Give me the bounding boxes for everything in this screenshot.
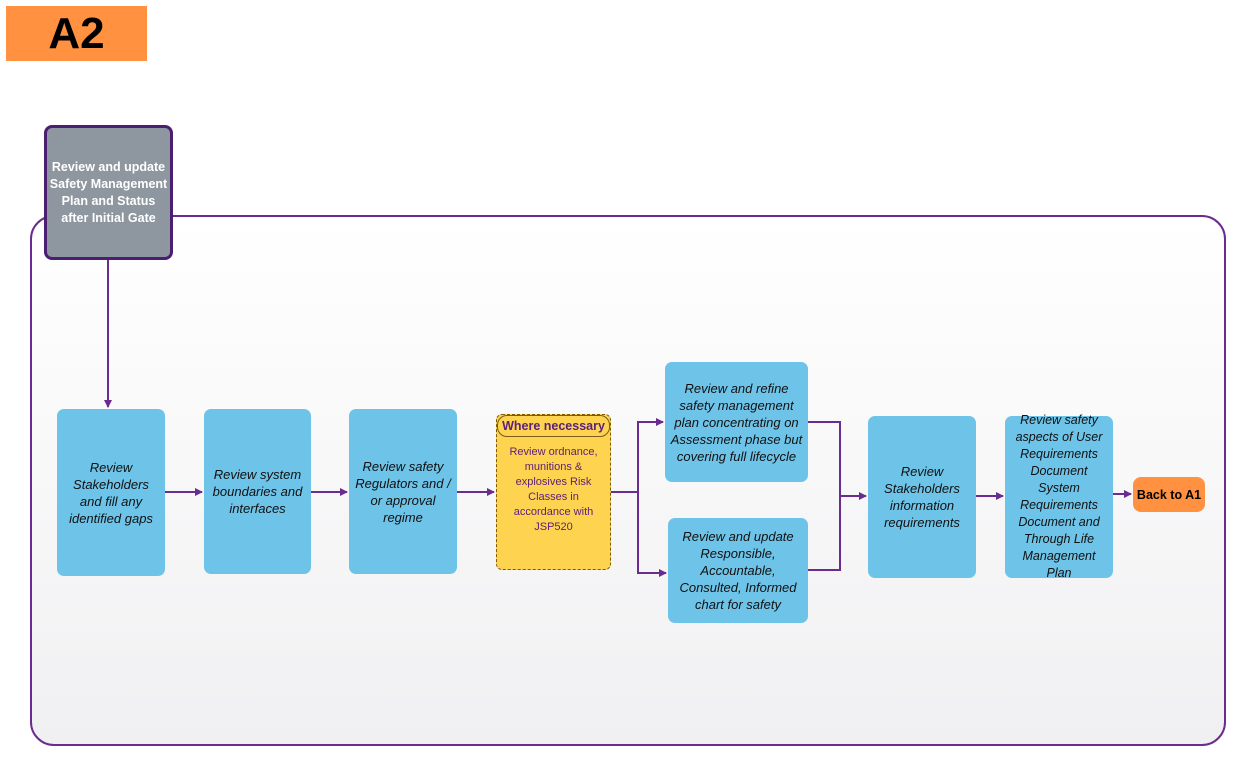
arrow-note-to-refine [611, 418, 664, 493]
where-necessary-title: Where necessary [497, 415, 610, 437]
page-badge: A2 [6, 6, 147, 61]
raci-chart-box: Review and update Responsible, Accountab… [668, 518, 808, 623]
arrow-refine-to-info [808, 421, 867, 500]
where-necessary-body: Review ordnance, munitions & explosives … [509, 446, 598, 533]
where-necessary-note: Where necessary Review ordnance, munitio… [496, 414, 611, 570]
user-requirements-box: Review safety aspects of User Requiremen… [1005, 413, 1113, 580]
review-stakeholders-box: Review Stakeholders and fill any identif… [57, 409, 165, 576]
back-to-a1-button[interactable]: Back to A1 [1133, 477, 1205, 512]
refine-safety-plan-box: Review and refine safety management plan… [665, 362, 808, 482]
start-review-box: Review and update Safety Management Plan… [44, 125, 173, 260]
review-regulators-box: Review safety Regulators and / or approv… [349, 409, 457, 574]
arrow-raci-to-info [808, 496, 841, 571]
review-system-boundaries-box: Review system boundaries and interfaces [204, 409, 311, 574]
arrow-note-to-raci [637, 492, 667, 577]
info-requirements-box: Review Stakeholders information requirem… [868, 416, 976, 578]
